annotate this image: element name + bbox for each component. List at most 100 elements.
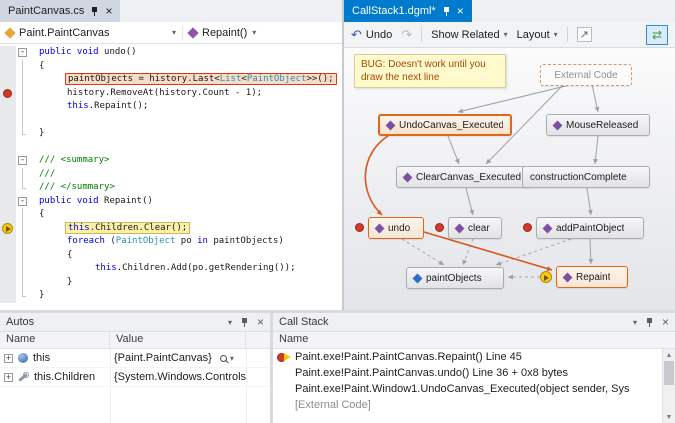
indicator-margin[interactable] (0, 46, 16, 60)
indicator-margin[interactable] (0, 235, 16, 249)
visualizer-dropdown-icon[interactable]: ▾ (229, 353, 234, 363)
indicator-margin[interactable] (0, 154, 16, 168)
breakpoint-margin[interactable] (0, 86, 16, 100)
tab-callstack-dgml[interactable]: CallStack1.dgml* × (344, 0, 472, 22)
diagram-node-mousereleased[interactable]: MouseReleased (546, 114, 650, 136)
indicator-margin[interactable] (0, 275, 16, 289)
auto-update-toggle-button[interactable]: ⇄ (646, 24, 668, 45)
callstack-frame-3[interactable]: [External Code] (273, 397, 662, 413)
indicator-margin[interactable] (0, 194, 16, 208)
indicator-margin[interactable] (0, 167, 16, 181)
column-header-value[interactable]: Value (110, 332, 246, 348)
close-icon[interactable]: × (661, 315, 669, 329)
collapse-icon[interactable]: - (18, 47, 27, 57)
code-line[interactable]: - public void Repaint() (0, 194, 342, 208)
code-text[interactable]: /// <summary> (39, 155, 110, 165)
horizontal-splitter[interactable] (0, 310, 675, 313)
code-text[interactable]: { (39, 209, 45, 219)
indicator-margin[interactable] (0, 100, 16, 114)
code-line[interactable]: { (0, 59, 342, 73)
code-line[interactable]: { (0, 248, 342, 262)
indicator-margin[interactable] (0, 140, 16, 154)
share-map-icon[interactable]: ↗ (576, 27, 592, 42)
diagram-node-clear[interactable]: clear (448, 217, 502, 239)
close-icon[interactable]: × (105, 4, 113, 18)
autos-body[interactable]: +this{Paint.PaintCanvas}▾+this.Children{… (0, 349, 270, 423)
expand-icon[interactable]: + (4, 352, 13, 363)
code-text[interactable] (29, 114, 342, 128)
diagram-node-paintobjects[interactable]: paintObjects (406, 267, 504, 289)
code-text[interactable]: public void undo() (39, 47, 137, 57)
code-line[interactable]: this.Children.Add(po.getRendering()); (0, 262, 342, 276)
code-text[interactable]: { (67, 249, 73, 260)
autos-row-this-Children[interactable]: +this.Children{System.Windows.Controls (0, 368, 270, 387)
code-text[interactable]: } (39, 290, 45, 300)
indicator-margin[interactable] (0, 59, 16, 73)
magnifier-icon[interactable] (219, 354, 227, 362)
code-map-canvas[interactable]: BUG: Doesn't work until you draw the nex… (344, 48, 675, 310)
code-text[interactable] (29, 141, 342, 155)
bug-comment-node[interactable]: BUG: Doesn't work until you draw the nex… (354, 54, 506, 88)
indicator-margin[interactable] (0, 208, 16, 222)
autos-row-this[interactable]: +this{Paint.PaintCanvas}▾ (0, 349, 270, 368)
indicator-margin[interactable] (0, 289, 16, 303)
indicator-margin[interactable] (0, 113, 16, 127)
indicator-margin[interactable] (0, 73, 16, 87)
code-line[interactable]: this.Children.Clear(); (0, 221, 342, 236)
show-related-dropdown[interactable]: Show Related ▾ (431, 29, 508, 41)
diagram-node-external-code[interactable]: External Code (540, 64, 632, 86)
outlining-margin[interactable]: - (16, 194, 29, 208)
pin-icon[interactable] (442, 6, 451, 17)
close-icon[interactable]: × (256, 315, 264, 329)
diagram-node-undo[interactable]: undo (368, 217, 424, 239)
code-line[interactable]: /// (0, 167, 342, 181)
pin-icon[interactable] (645, 317, 654, 328)
code-text[interactable]: } (67, 276, 73, 287)
collapse-icon[interactable]: - (18, 155, 27, 165)
pin-icon[interactable] (240, 317, 249, 328)
code-line[interactable]: history.RemoveAt(history.Count - 1); (0, 86, 342, 100)
panel-splitter[interactable] (270, 313, 273, 423)
code-text[interactable]: history.RemoveAt(history.Count - 1); (67, 87, 263, 98)
indicator-margin[interactable] (0, 127, 16, 141)
breakpoint-icon[interactable] (3, 88, 12, 98)
vertical-scrollbar[interactable]: ▲ ▼ (662, 349, 675, 423)
code-text[interactable]: /// </summary> (39, 182, 115, 192)
code-line[interactable]: paintObjects = history.Last<List<PaintOb… (0, 73, 342, 87)
code-line[interactable] (0, 140, 342, 155)
callstack-frame-1[interactable]: Paint.exe!Paint.PaintCanvas.undo() Line … (273, 365, 662, 381)
undo-button[interactable]: ↶ Undo (351, 28, 392, 41)
callstack-body[interactable]: Paint.exe!Paint.PaintCanvas.Repaint() Li… (273, 349, 675, 423)
callstack-frame-2[interactable]: Paint.exe!Paint.Window1.UndoCanvas_Execu… (273, 381, 662, 397)
window-position-icon[interactable]: ▾ (632, 317, 637, 327)
scroll-up-icon[interactable]: ▲ (665, 351, 673, 359)
window-position-icon[interactable]: ▾ (227, 317, 232, 327)
layout-dropdown[interactable]: Layout ▾ (517, 29, 558, 41)
current-statement-margin[interactable] (0, 221, 16, 235)
code-line[interactable]: { (0, 208, 342, 222)
indicator-margin[interactable] (0, 181, 16, 195)
column-header-name[interactable]: Name (279, 333, 309, 345)
indicator-margin[interactable] (0, 248, 16, 262)
collapse-icon[interactable]: - (18, 195, 27, 206)
code-editor[interactable]: - public void undo() { paintObjects = histo… (0, 44, 342, 310)
scrollbar-thumb[interactable] (664, 361, 674, 385)
code-text[interactable]: { (39, 60, 45, 71)
outlining-margin[interactable]: - (16, 46, 29, 60)
current-statement-icon[interactable] (2, 222, 13, 234)
code-line[interactable]: this.Repaint(); (0, 100, 342, 114)
code-line[interactable] (0, 113, 342, 128)
code-line[interactable]: foreach (PaintObject po in paintObjects) (0, 235, 342, 249)
diagram-node-repaint[interactable]: Repaint (556, 266, 628, 288)
code-line[interactable]: /// </summary> (0, 181, 342, 195)
tab-paintcanvas-cs[interactable]: PaintCanvas.cs × (0, 0, 121, 22)
member-dropdown[interactable]: Repaint() ▾ (183, 22, 262, 43)
code-text[interactable]: this.Children.Clear(); (29, 221, 342, 236)
callstack-frame-0[interactable]: Paint.exe!Paint.PaintCanvas.Repaint() Li… (273, 349, 662, 365)
type-dropdown[interactable]: Paint.PaintCanvas ▾ (0, 22, 182, 43)
scroll-down-icon[interactable]: ▼ (665, 413, 673, 421)
code-text[interactable]: foreach (PaintObject po in paintObjects) (67, 236, 284, 246)
code-text[interactable]: public void Repaint() (39, 195, 153, 206)
column-header-name[interactable]: Name (0, 332, 110, 348)
close-icon[interactable]: × (456, 4, 464, 18)
